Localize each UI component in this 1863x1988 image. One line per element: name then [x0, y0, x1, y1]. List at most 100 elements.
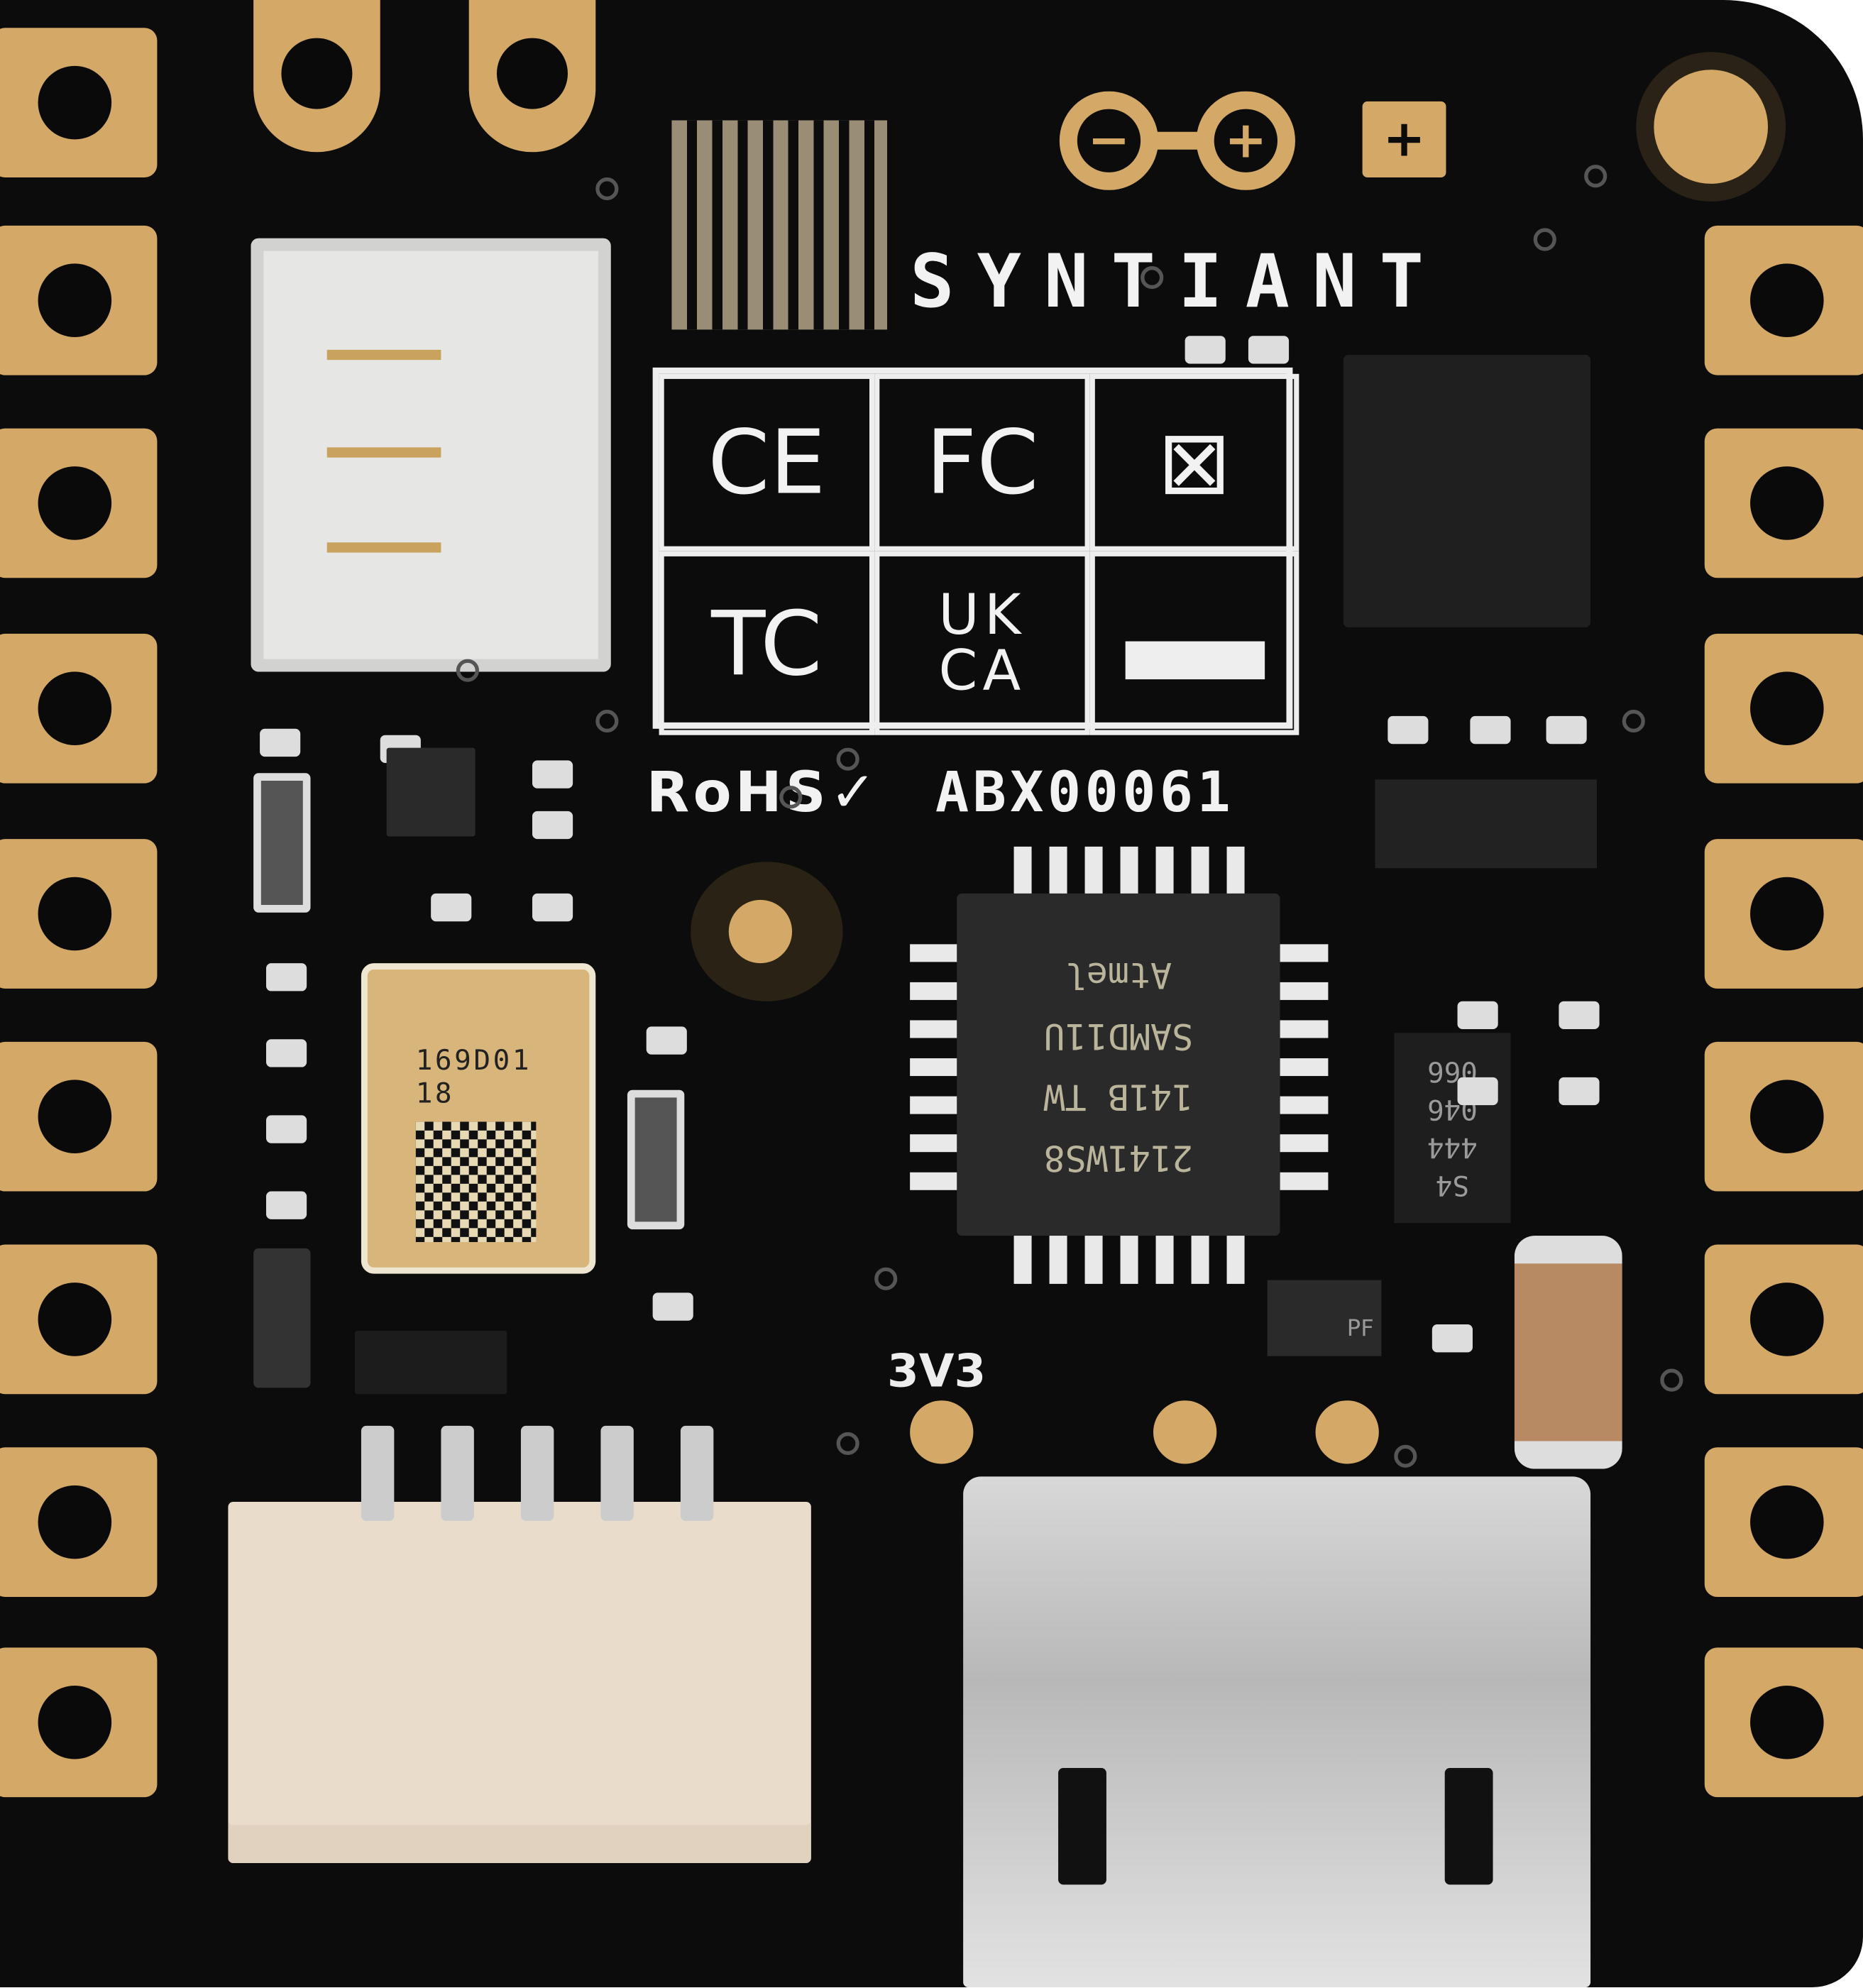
ce-mark: CE	[659, 373, 875, 551]
mcu-lead	[1226, 846, 1245, 895]
logo-square: +	[1362, 101, 1446, 177]
smd-resistor	[431, 893, 472, 922]
sensor-line: 444	[1427, 1130, 1478, 1163]
mcu-line: 141B TW	[1043, 1076, 1194, 1118]
smd-resistor	[265, 963, 307, 992]
regulator-chip	[1375, 779, 1597, 869]
castellated-pad	[0, 428, 158, 578]
mcu-lead	[1049, 846, 1067, 895]
mcu-lead	[1280, 1020, 1329, 1038]
mcu-lead	[910, 1134, 958, 1153]
mcu-lead	[910, 982, 958, 1000]
diode-array	[253, 1248, 311, 1388]
via	[1141, 265, 1164, 290]
connector-pin	[326, 542, 441, 553]
via	[1584, 165, 1608, 188]
smd-resistor	[1559, 1077, 1600, 1106]
test-pad	[910, 1400, 974, 1464]
smd-resistor	[1387, 715, 1429, 745]
mounting-pad	[1654, 70, 1769, 184]
smd-resistor	[260, 728, 301, 757]
smd-resistor	[652, 1292, 693, 1321]
smd-resistor	[265, 1191, 307, 1219]
mcu-lead	[910, 1172, 958, 1190]
mcu-lead	[1155, 846, 1174, 895]
mcu-lead	[1084, 846, 1103, 895]
test-pad	[1153, 1400, 1217, 1464]
mcu-lead	[1120, 1236, 1138, 1284]
mcu-lead	[1013, 846, 1032, 895]
smd-resistor	[1559, 1001, 1600, 1029]
smd-resistor	[532, 893, 573, 922]
arduino-logo-icon: − +	[1059, 91, 1295, 190]
via	[836, 1432, 859, 1455]
jst-pin	[441, 1425, 474, 1521]
tantalum-capacitor	[1514, 1236, 1622, 1469]
via	[595, 709, 619, 733]
usb-slot	[1444, 1768, 1493, 1885]
jst-pin	[520, 1425, 554, 1521]
micro-usb-port[interactable]	[963, 1476, 1591, 1987]
usb-slot	[1058, 1768, 1106, 1885]
castellated-pad	[0, 28, 158, 177]
smd-resistor	[532, 811, 573, 840]
castellated-pad	[1704, 839, 1863, 989]
test-pad	[1315, 1400, 1379, 1464]
castellated-pad	[0, 1647, 158, 1798]
smd-resistor	[1457, 1001, 1498, 1029]
mcu-lead	[1049, 1236, 1067, 1284]
mounting-pad	[728, 899, 793, 964]
smd-resistor	[1457, 1077, 1498, 1106]
ukca-line2: CA	[938, 638, 1026, 703]
via	[1622, 709, 1645, 733]
mic-line: 169D01	[415, 1045, 532, 1077]
mcu-chip: 2141WS8 141B TW SAMD11U Atmel	[957, 893, 1280, 1236]
via	[874, 1267, 898, 1290]
mcu-lead	[1280, 982, 1329, 1000]
mcu-lead	[910, 1058, 958, 1077]
via	[1660, 1368, 1683, 1392]
castellated-pad	[1704, 225, 1863, 375]
smd-resistor	[1546, 715, 1587, 745]
mcu-line: Atmel	[1065, 954, 1172, 996]
part-number: ABX00061	[935, 760, 1235, 825]
sensor-chip-small	[386, 747, 476, 837]
castellated-pad	[1704, 1647, 1863, 1798]
fcc-mark: FC	[874, 373, 1090, 551]
smd-resistor	[265, 1039, 307, 1067]
logo-plus: +	[1224, 110, 1267, 169]
mcu-line: SAMD11U	[1043, 1015, 1194, 1058]
mcu-lead	[910, 1020, 958, 1038]
mcu-lead	[1155, 1236, 1174, 1284]
mic-line: 18	[415, 1078, 455, 1111]
certification-grid: CE FC ⊠ TC UK CA	[652, 367, 1299, 735]
mcu-lead	[910, 1096, 958, 1114]
mcu-lead	[1280, 944, 1329, 962]
inductor	[627, 1089, 685, 1230]
connector-pin	[326, 349, 441, 361]
mcu-lead	[1226, 1236, 1245, 1284]
smd-resistor	[1470, 715, 1511, 745]
tc-mark: TC	[659, 551, 875, 735]
jst-pin	[680, 1425, 714, 1521]
castellated-pad	[1704, 428, 1863, 578]
mcu-lead	[1120, 846, 1138, 895]
connector-pin	[326, 447, 441, 458]
castellated-pad	[1704, 1447, 1863, 1597]
castellated-pad	[1704, 1244, 1863, 1395]
battery-connector	[251, 238, 611, 672]
castellated-pad	[0, 1244, 158, 1395]
top-pad	[253, 0, 380, 153]
castellated-pad	[1704, 633, 1863, 784]
castellated-pad	[1704, 1041, 1863, 1192]
smd-resistor	[265, 1115, 307, 1143]
mcu-lead	[1084, 1236, 1103, 1284]
via	[779, 786, 803, 809]
mcu-marking: 2141WS8 141B TW SAMD11U Atmel	[957, 944, 1280, 1187]
mcu-lead	[1280, 1096, 1329, 1114]
smd-resistor	[646, 1026, 687, 1055]
castellated-pad	[0, 633, 158, 784]
weee-bin-icon: ⊠	[1089, 373, 1299, 551]
via	[456, 659, 479, 682]
